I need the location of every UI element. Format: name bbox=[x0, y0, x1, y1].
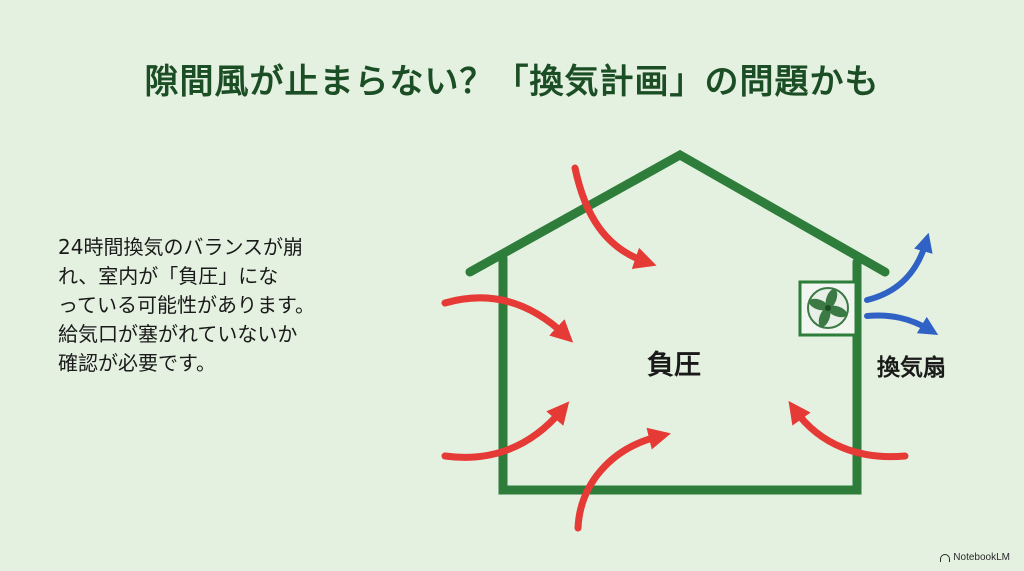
body-line: れ、室内が「負圧」にな bbox=[58, 264, 279, 288]
inflow-arrows bbox=[441, 164, 909, 532]
house-walls bbox=[498, 253, 862, 495]
outflow-arrow bbox=[864, 232, 933, 303]
body-text: 24時間換気のバランスが崩 れ、室内が「負圧」にな っている可能性があります。 … bbox=[58, 233, 408, 378]
notebooklm-logo-icon bbox=[940, 553, 951, 562]
fan-label: 換気扇 bbox=[877, 355, 946, 381]
negative-pressure-label: 負圧 bbox=[647, 350, 701, 381]
inflow-arrow bbox=[788, 400, 909, 461]
inflow-arrow bbox=[441, 294, 574, 343]
slide-title: 隙間風が止まらない？「換気計画」の問題かも bbox=[144, 62, 880, 102]
house-roof bbox=[465, 149, 890, 277]
house-outline bbox=[465, 149, 890, 495]
outflow-arrows bbox=[864, 232, 939, 335]
body-line: っている可能性があります。 bbox=[58, 293, 315, 317]
watermark-text: NotebookLM bbox=[953, 552, 1010, 563]
outflow-arrow bbox=[864, 312, 939, 335]
inflow-arrow bbox=[571, 164, 657, 269]
fan-icon bbox=[798, 280, 858, 337]
inflow-arrow bbox=[441, 401, 570, 461]
body-line: 給気口が塞がれていないか bbox=[58, 322, 298, 346]
body-line: 確認が必要です。 bbox=[58, 351, 216, 375]
inflow-arrow bbox=[574, 427, 671, 532]
body-line: 24時間換気のバランスが崩 bbox=[58, 235, 304, 259]
notebooklm-watermark: NotebookLM bbox=[940, 552, 1010, 563]
